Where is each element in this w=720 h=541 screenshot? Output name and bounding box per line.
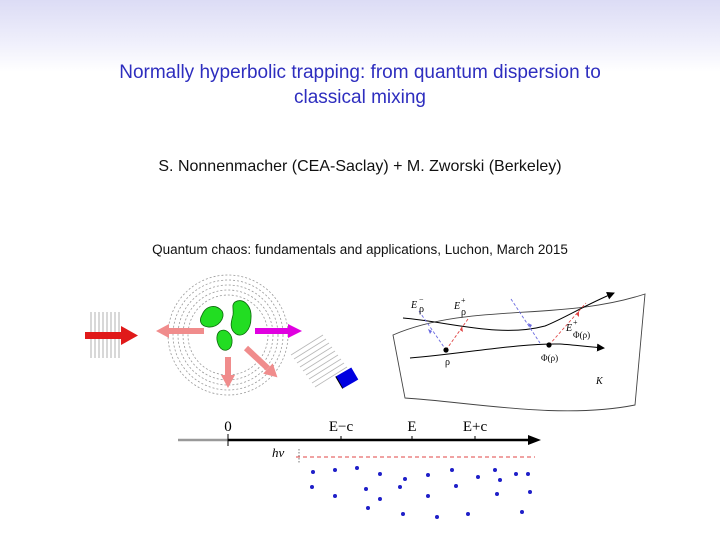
svg-text:E: E <box>410 300 417 311</box>
conference-line: Quantum chaos: fundamentals and applicat… <box>152 242 568 257</box>
axis-ticks <box>227 434 476 446</box>
trajectory-curve <box>409 343 605 359</box>
title-line-2: classical mixing <box>294 87 426 108</box>
svg-text:E: E <box>565 323 572 334</box>
tick-label-0: 0 <box>224 419 232 435</box>
blue-dashed-lines <box>418 298 541 351</box>
label-kappa: K <box>595 376 604 387</box>
incoming-red-arrow <box>85 326 138 345</box>
unstable-curve <box>402 291 615 331</box>
slide-title: Normally hyperbolic trapping: from quant… <box>60 60 660 110</box>
svg-text:+: + <box>461 296 466 305</box>
tick-label-e-minus-c: E−c <box>329 419 354 435</box>
svg-text:ρ: ρ <box>419 304 424 315</box>
magenta-arrow <box>255 324 302 338</box>
resonance-dots <box>310 466 532 519</box>
svg-text:E: E <box>453 301 460 312</box>
tick-label-e: E <box>407 419 416 435</box>
header-gradient-band <box>0 0 720 72</box>
svg-text:ρ: ρ <box>461 307 466 318</box>
label-e-plus-rho: E + ρ <box>453 296 466 318</box>
pink-outgoing-arrows <box>156 324 278 388</box>
label-e-plus-phi-rho: E + Φ(ρ) <box>565 318 590 340</box>
svg-text:−: − <box>419 295 424 304</box>
spectrum-figure: 0 E−c E E+c hν <box>178 419 541 519</box>
hnu-label: hν <box>272 445 285 460</box>
manifold-figure: E − ρ E + ρ E + Φ(ρ) ρ Φ(ρ) K <box>392 291 646 412</box>
scattering-figure <box>85 274 359 396</box>
title-line-1: Normally hyperbolic trapping: from quant… <box>119 62 601 83</box>
point-phi-rho <box>546 342 552 348</box>
label-phi-rho: Φ(ρ) <box>541 353 558 363</box>
svg-text:+: + <box>573 318 578 327</box>
axis-arrowhead <box>528 435 541 445</box>
green-obstacles <box>200 300 252 351</box>
tick-label-e-plus-c: E+c <box>463 419 488 435</box>
label-e-minus-rho: E − ρ <box>410 295 424 315</box>
red-dashed-lines <box>445 302 587 351</box>
manifold-surface-outline <box>392 293 646 412</box>
label-rho: ρ <box>445 357 450 368</box>
svg-text:Φ(ρ): Φ(ρ) <box>573 330 590 340</box>
point-rho <box>443 347 449 353</box>
authors-line: S. Nonnenmacher (CEA-Saclay) + M. Zworsk… <box>158 158 562 175</box>
detector-box <box>335 367 359 389</box>
detector-grid <box>290 334 348 388</box>
small-arrowheads <box>428 311 579 334</box>
